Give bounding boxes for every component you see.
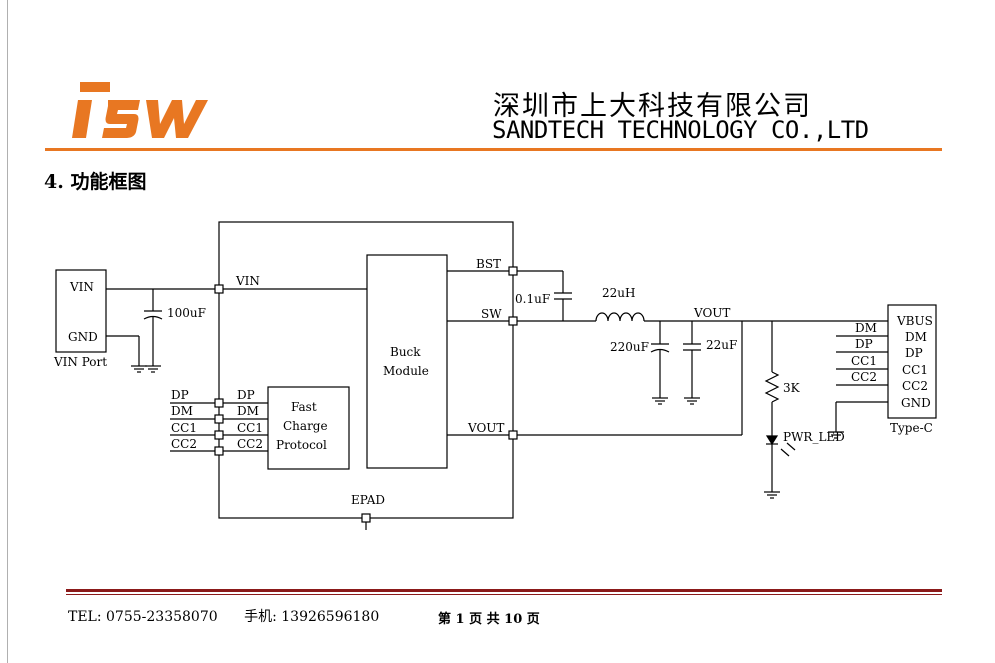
input-cap-label: 100uF xyxy=(167,306,206,320)
boot-cap-label: 0.1uF xyxy=(515,292,550,306)
fc-outer-net-cc2: CC2 xyxy=(171,437,197,451)
led-label: PWR_LED xyxy=(783,430,845,444)
inductor-symbol xyxy=(595,312,645,322)
footer-rule-thick xyxy=(66,589,942,592)
resistor-label: 3K xyxy=(783,381,801,395)
footer-page-number: 第 1 页 共 10 页 xyxy=(438,612,540,627)
ground-symbol xyxy=(131,365,147,373)
typec-net-dp: DP xyxy=(855,337,873,351)
sw-pin-label: SW xyxy=(481,307,502,321)
buck-module-block xyxy=(366,254,448,469)
section-title: 4. 功能框图 xyxy=(44,171,147,193)
fc-inner-pin-dp: DP xyxy=(237,388,255,402)
typec-net-dm: DM xyxy=(855,321,877,335)
led-symbol xyxy=(765,435,779,446)
typec-pin-vbus: VBUS xyxy=(896,314,933,328)
fc-outer-net-dp: DP xyxy=(171,388,189,402)
fast-charge-label-1: Fast xyxy=(291,400,317,414)
company-name-chinese: 深圳市上大科技有限公司 xyxy=(493,91,812,122)
fc-outer-net-dm: DM xyxy=(171,404,193,418)
typec-net-cc1: CC1 xyxy=(851,354,877,368)
typec-pin-cc2: CC2 xyxy=(902,379,928,393)
typec-pin-gnd: GND xyxy=(901,396,931,410)
company-logo xyxy=(72,82,208,138)
epad-pin-label: EPAD xyxy=(351,493,385,507)
typec-connector-block xyxy=(887,304,937,419)
typec-net-cc2: CC2 xyxy=(851,370,877,384)
fast-charge-label-3: Protocol xyxy=(276,438,327,452)
vin-port-block xyxy=(55,269,107,353)
output-cap2-label: 22uF xyxy=(706,338,737,352)
ground-symbol xyxy=(145,365,161,373)
typec-pin-cc1: CC1 xyxy=(902,363,928,377)
fast-charge-label-2: Charge xyxy=(283,419,328,433)
vin-port-gnd-label: GND xyxy=(68,330,98,344)
fc-inner-pin-cc1: CC1 xyxy=(237,421,263,435)
inductor-label: 22uH xyxy=(602,286,635,300)
fc-inner-pin-cc2: CC2 xyxy=(237,437,263,451)
header-rule xyxy=(45,148,942,151)
typec-pin-dp: DP xyxy=(905,346,923,360)
typec-caption: Type-C xyxy=(890,421,933,435)
footer-mobile: 手机: 13926596180 xyxy=(244,609,380,625)
page-edge-rule xyxy=(7,0,8,663)
vin-net-label: VIN xyxy=(235,274,260,288)
vin-port-caption: VIN Port xyxy=(53,355,107,369)
fc-outer-net-cc1: CC1 xyxy=(171,421,197,435)
typec-pin-dm: DM xyxy=(905,330,927,344)
vout-pin-label: VOUT xyxy=(467,421,504,435)
resistor-symbol xyxy=(764,371,780,403)
vin-port-vin-label: VIN xyxy=(69,280,94,294)
footer-contact: TEL: 0755-23358070 手机: 13926596180 xyxy=(68,606,401,626)
bst-pin-label: BST xyxy=(476,257,501,271)
chip-outline xyxy=(218,221,514,519)
buck-module-label-1: Buck xyxy=(390,345,421,359)
company-name-english: SANDTECH TECHNOLOGY CO.,LTD xyxy=(492,116,869,144)
footer-rule-thin xyxy=(66,594,942,595)
fc-inner-pin-dm: DM xyxy=(237,404,259,418)
vout-net-label: VOUT xyxy=(693,306,730,320)
output-cap1-label: 220uF xyxy=(610,340,649,354)
fast-charge-block xyxy=(267,386,350,470)
buck-module-label-2: Module xyxy=(383,364,429,378)
footer-tel: TEL: 0755-23358070 xyxy=(68,609,218,625)
